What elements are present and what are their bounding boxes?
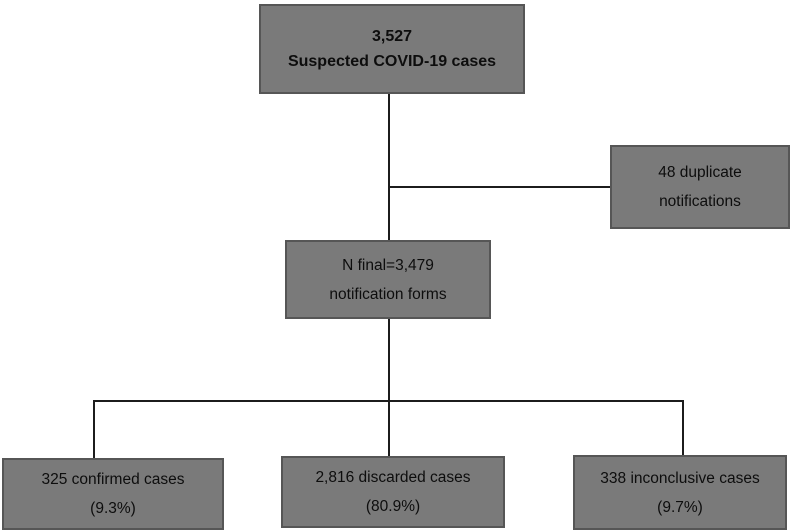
connector-to-inconclusive bbox=[682, 401, 684, 456]
confirmed-cases-box: 325 confirmed cases (9.3%) bbox=[2, 458, 224, 530]
suspected-cases-box: 3,527 Suspected COVID-19 cases bbox=[259, 4, 525, 94]
connector-to-discarded bbox=[388, 401, 390, 457]
connector-suspected-to-final bbox=[388, 93, 390, 241]
inconclusive-cases-percent: (9.7%) bbox=[657, 498, 703, 516]
connector-to-confirmed bbox=[93, 401, 95, 459]
final-label: notification forms bbox=[329, 285, 447, 303]
discarded-cases-box: 2,816 discarded cases (80.9%) bbox=[281, 456, 505, 528]
confirmed-cases-count: 325 confirmed cases bbox=[41, 471, 185, 488]
discarded-cases-percent: (80.9%) bbox=[365, 498, 421, 515]
suspected-cases-label: Suspected COVID-19 cases bbox=[287, 53, 497, 70]
connector-final-to-split bbox=[388, 318, 390, 401]
discarded-cases-count: 2,816 discarded cases bbox=[315, 469, 471, 486]
confirmed-cases-percent: (9.3%) bbox=[90, 500, 136, 517]
duplicate-notifications-box: 48 duplicate notifications bbox=[610, 145, 790, 229]
inconclusive-cases-box: 338 inconclusive cases (9.7%) bbox=[573, 455, 787, 530]
duplicate-notifications-count: 48 duplicate bbox=[658, 164, 742, 181]
final-notification-forms-box: N final=3,479 notification forms bbox=[285, 240, 491, 319]
suspected-cases-count: 3,527 bbox=[371, 28, 413, 45]
inconclusive-cases-count: 338 inconclusive cases bbox=[600, 469, 760, 487]
final-count: N final=3,479 bbox=[342, 256, 434, 274]
duplicate-notifications-label: notifications bbox=[659, 193, 741, 210]
connector-branch-to-duplicate bbox=[389, 186, 610, 188]
